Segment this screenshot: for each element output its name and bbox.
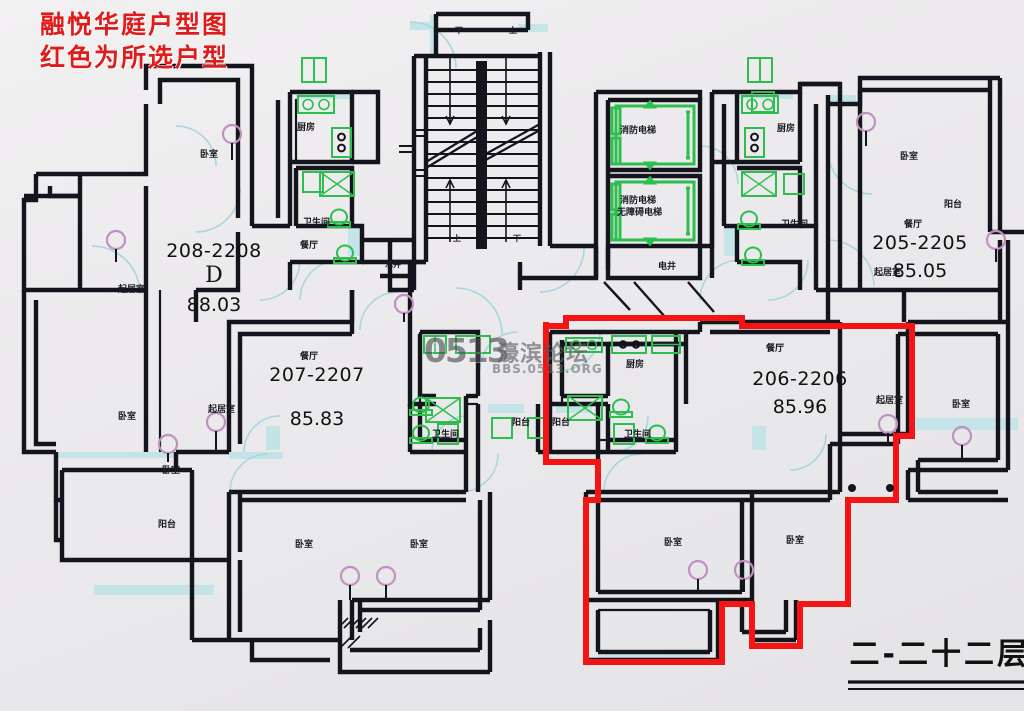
plan-title-block: 融悦华庭户型图 红色为所选户型 [40,8,229,74]
unit-label-205-2205: 205-2205 85.05 [820,232,1020,282]
room-label-bedroom: 卧室 [295,540,314,550]
room-label-living: 起居室 [874,268,902,278]
outlet-leads [115,131,997,600]
room-label-kitchen: 厨房 [297,123,316,133]
room-label-bedroom: 卧室 [162,466,181,476]
room-label-bathroom: 卫生间 [432,430,460,440]
room-label-kitchen: 厨房 [777,124,796,134]
elevator-label-fire-2: 消防电梯 [620,196,657,206]
hatch-lines [337,617,379,649]
room-label-bathroom: 卫生间 [624,430,652,440]
elevator-label-fire: 消防电梯 [620,126,657,136]
floor-caption-rule [848,680,1024,690]
room-label-balcony: 阳台 [944,200,963,210]
unit-code: 207-2207 [269,364,365,386]
selected-unit-outline [543,315,915,665]
unit-code: 206-2206 [752,368,848,390]
unit-label-207-2207: 207-2207 85.96 85.83 [222,364,412,430]
unit-code: 208-2208 [166,240,262,262]
room-label-electrical-shaft: 电井 [658,262,677,272]
unit-code: 205-2205 [872,232,968,254]
room-label-kitchen: 厨房 [626,360,645,370]
room-label-dining: 餐厅 [300,241,319,251]
room-label-dining: 餐厅 [766,344,785,354]
room-label-bathroom: 卫生间 [781,220,809,230]
room-label-balcony: 阳台 [158,520,177,530]
stair-direction-down: 下 [513,234,521,243]
room-label-water-shaft: 水井 [385,260,401,269]
wall-detail-thin [78,99,739,652]
stair-direction-up: 上 [453,234,461,243]
room-label-bedroom: 卧室 [664,538,683,548]
room-label-bedroom: 卧室 [410,540,429,550]
room-label-bedroom: 卧室 [786,536,805,546]
unit-label-206-2206: 206-2206 85.96 [700,368,900,418]
room-label-bedroom: 卧室 [900,152,919,162]
room-label-balcony: 阳台 [512,418,531,428]
unit-label-208-2208: 208-2208 D 88.03 [116,240,312,316]
room-label-living: 起居室 [876,396,904,406]
unit-type: D [205,263,223,288]
room-label-living: 起居室 [118,285,146,295]
unit-area: 85.83 [289,408,345,430]
room-label-dining: 餐厅 [904,220,923,230]
fixtures-green [297,57,805,445]
core-hatch [603,281,715,319]
plan-subtitle: 红色为所选户型 [40,43,230,72]
stair-direction-up: 上 [509,26,517,35]
room-label-balcony: 阳台 [552,418,571,428]
outline-nodes [848,484,894,492]
elevator-label-accessible: 无障碍电梯 [617,208,663,218]
room-label-bedroom: 卧室 [118,412,137,422]
room-label-bathroom: 卫生间 [303,218,331,228]
unit-area: 85.05 [892,260,948,282]
stair-direction-down: 下 [455,26,463,35]
plan-title: 融悦华庭户型图 [40,10,230,39]
unit-area: 85.96 [772,396,828,418]
stairwell [399,58,541,249]
unit-area: 88.03 [186,294,242,316]
glazing-fills [56,15,1018,664]
room-label-bedroom: 卧室 [200,150,219,160]
wall-structure [21,11,1024,675]
floor-range-caption: 二-二十二层 [849,637,1024,672]
room-label-bedroom: 卧室 [952,400,971,410]
room-label-living: 起居室 [208,405,236,415]
room-label-dining: 餐厅 [300,352,319,362]
